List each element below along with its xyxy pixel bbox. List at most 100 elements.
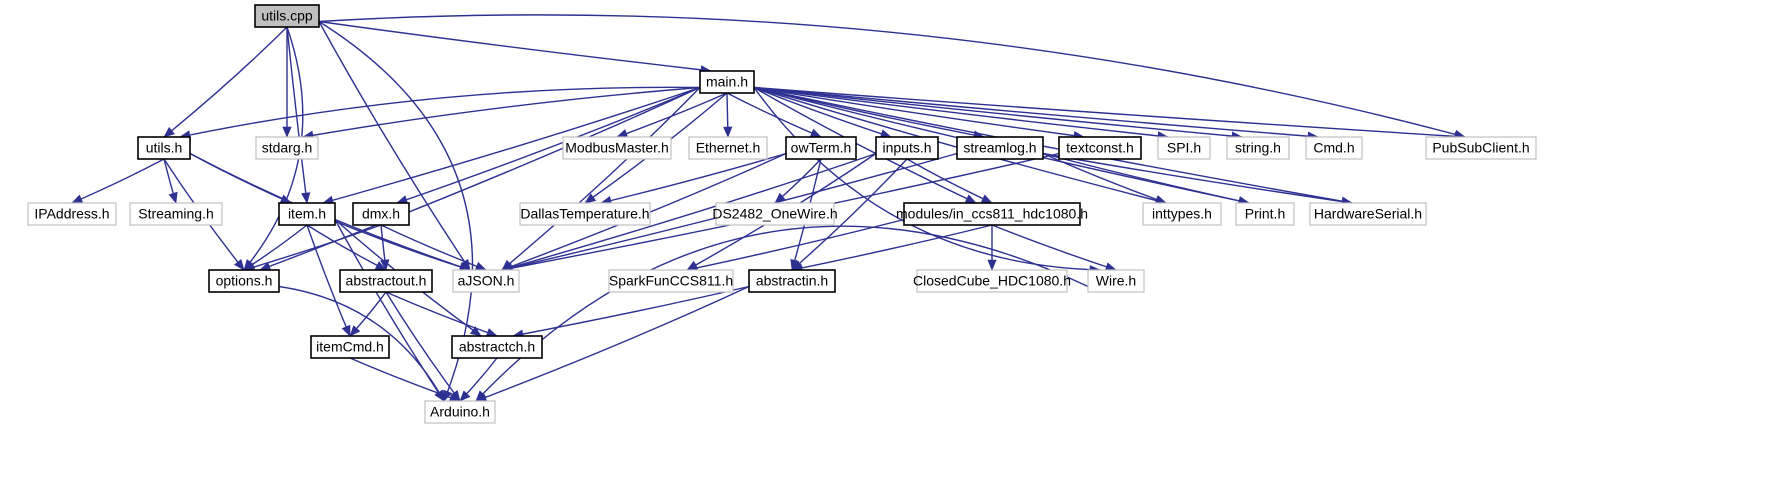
node-box-wire_h[interactable] (1087, 269, 1145, 293)
edge-dmx_h-to-options_h (243, 224, 382, 271)
node-arduino_h[interactable]: Arduino.h (424, 400, 496, 424)
edge-main_h-to-cmd_h (753, 86, 1319, 138)
node-box-closedcube_h[interactable] (916, 269, 1068, 293)
node-label-textconst_h: textconst.h (1066, 140, 1134, 156)
edge-item_h-to-itemcmd_h (306, 224, 351, 337)
node-label-cmd_h: Cmd.h (1313, 140, 1354, 156)
node-abstractout_h[interactable]: abstractout.h (339, 269, 433, 293)
edge-item_h-to-options_h (243, 224, 308, 271)
node-box-arduino_h[interactable] (424, 400, 496, 424)
node-ds2482_h[interactable]: DS2482_OneWire.h (712, 202, 838, 226)
node-options_h[interactable]: options.h (208, 269, 280, 293)
node-label-ajson_h: aJSON.h (458, 273, 515, 289)
node-box-options_h[interactable] (208, 269, 280, 293)
node-box-pubsubclient_h[interactable] (1425, 136, 1537, 160)
node-box-sparkfun_h[interactable] (608, 269, 734, 293)
node-label-string_h: string.h (1235, 140, 1281, 156)
node-label-arduino_h: Arduino.h (430, 404, 490, 420)
node-box-itemcmd_h[interactable] (310, 335, 390, 359)
node-box-ajson_h[interactable] (452, 269, 520, 293)
arrowhead-item_h-to-itemcmd_h (341, 324, 351, 337)
node-utils_cpp[interactable]: utils.cpp (254, 4, 320, 28)
node-dmx_h[interactable]: dmx.h (352, 202, 410, 226)
arrowhead-utils_cpp-to-item_h (301, 192, 311, 204)
node-abstractch_h[interactable]: abstractch.h (451, 335, 543, 359)
node-main_h[interactable]: main.h (699, 70, 755, 94)
node-box-ethernet_h[interactable] (688, 136, 768, 160)
node-box-owterm_h[interactable] (785, 136, 857, 160)
node-label-in_ccs811_h: modules/in_ccs811_hdc1080.h (896, 206, 1088, 222)
arrowhead-dmx_h-to-ajson_h (474, 261, 487, 271)
edge-utils_cpp-to-item_h (286, 26, 308, 204)
edge-main_h-to-pubsubclient_h (753, 86, 1466, 138)
node-stdarg_h[interactable]: stdarg.h (255, 136, 319, 160)
node-string_h[interactable]: string.h (1226, 136, 1290, 160)
node-label-utils_cpp: utils.cpp (261, 8, 313, 24)
node-box-string_h[interactable] (1226, 136, 1290, 160)
arrowhead-utils_h-to-ipaddress_h (71, 194, 84, 204)
node-modbusmaster_h[interactable]: ModbusMaster.h (562, 136, 672, 160)
node-sparkfun_h[interactable]: SparkFunCCS811.h (608, 269, 734, 293)
node-utils_h[interactable]: utils.h (137, 136, 191, 160)
node-box-hardwareserial_h[interactable] (1309, 202, 1427, 226)
node-box-utils_h[interactable] (137, 136, 191, 160)
node-box-inputs_h[interactable] (875, 136, 939, 160)
node-box-streaming_h[interactable] (129, 202, 223, 226)
node-box-abstractout_h[interactable] (339, 269, 433, 293)
edge-options_h-to-arduino_h (278, 285, 445, 402)
node-cmd_h[interactable]: Cmd.h (1305, 136, 1363, 160)
node-hardwareserial_h[interactable]: HardwareSerial.h (1309, 202, 1427, 226)
node-box-ds2482_h[interactable] (715, 202, 835, 226)
node-spi_h[interactable]: SPI.h (1157, 136, 1211, 160)
node-ipaddress_h[interactable]: IPAddress.h (27, 202, 117, 226)
node-inttypes_h[interactable]: inttypes.h (1142, 202, 1222, 226)
node-box-cmd_h[interactable] (1305, 136, 1363, 160)
edge-owterm_h-to-ajson_h (501, 152, 787, 271)
node-in_ccs811_h[interactable]: modules/in_ccs811_hdc1080.h (896, 202, 1088, 226)
node-box-utils_cpp[interactable] (254, 4, 320, 28)
arrowhead-main_h-to-dallastemp_h (584, 193, 597, 204)
edge-abstractout_h-to-abstractch_h (385, 291, 498, 337)
node-dallastemp_h[interactable]: DallasTemperature.h (519, 202, 651, 226)
node-label-closedcube_h: ClosedCube_HDC1080.h (913, 273, 1071, 289)
node-pubsubclient_h[interactable]: PubSubClient.h (1425, 136, 1537, 160)
node-inputs_h[interactable]: inputs.h (875, 136, 939, 160)
node-label-spi_h: SPI.h (1167, 140, 1201, 156)
edge-main_h-to-owterm_h (726, 92, 822, 138)
node-box-abstractch_h[interactable] (451, 335, 543, 359)
node-box-dmx_h[interactable] (352, 202, 410, 226)
node-textconst_h[interactable]: textconst.h (1058, 136, 1142, 160)
node-label-hardwareserial_h: HardwareSerial.h (1314, 206, 1422, 222)
node-label-abstractout_h: abstractout.h (346, 273, 427, 289)
node-ajson_h[interactable]: aJSON.h (452, 269, 520, 293)
node-box-in_ccs811_h[interactable] (903, 202, 1081, 226)
edge-main_h-to-textconst_h (753, 86, 1085, 138)
node-item_h[interactable]: item.h (278, 202, 336, 226)
node-box-inttypes_h[interactable] (1142, 202, 1222, 226)
node-box-ipaddress_h[interactable] (27, 202, 117, 226)
node-box-abstractin_h[interactable] (748, 269, 836, 293)
node-label-stdarg_h: stdarg.h (262, 140, 313, 156)
node-ethernet_h[interactable]: Ethernet.h (688, 136, 768, 160)
node-owterm_h[interactable]: owTerm.h (785, 136, 857, 160)
node-box-stdarg_h[interactable] (255, 136, 319, 160)
node-closedcube_h[interactable]: ClosedCube_HDC1080.h (913, 269, 1071, 293)
node-streaming_h[interactable]: Streaming.h (129, 202, 223, 226)
node-streamlog_h[interactable]: streamlog.h (956, 136, 1044, 160)
node-box-print_h[interactable] (1235, 202, 1295, 226)
node-box-streamlog_h[interactable] (956, 136, 1044, 160)
node-box-modbusmaster_h[interactable] (562, 136, 672, 160)
node-itemcmd_h[interactable]: itemCmd.h (310, 335, 390, 359)
node-wire_h[interactable]: Wire.h (1087, 269, 1145, 293)
node-box-spi_h[interactable] (1157, 136, 1211, 160)
node-abstractin_h[interactable]: abstractin.h (748, 269, 836, 293)
node-box-item_h[interactable] (278, 202, 336, 226)
node-print_h[interactable]: Print.h (1235, 202, 1295, 226)
edge-main_h-to-in_ccs811_h (753, 86, 977, 204)
node-box-dallastemp_h[interactable] (519, 202, 651, 226)
node-box-main_h[interactable] (699, 70, 755, 94)
node-label-main_h: main.h (706, 74, 748, 90)
node-box-textconst_h[interactable] (1058, 136, 1142, 160)
